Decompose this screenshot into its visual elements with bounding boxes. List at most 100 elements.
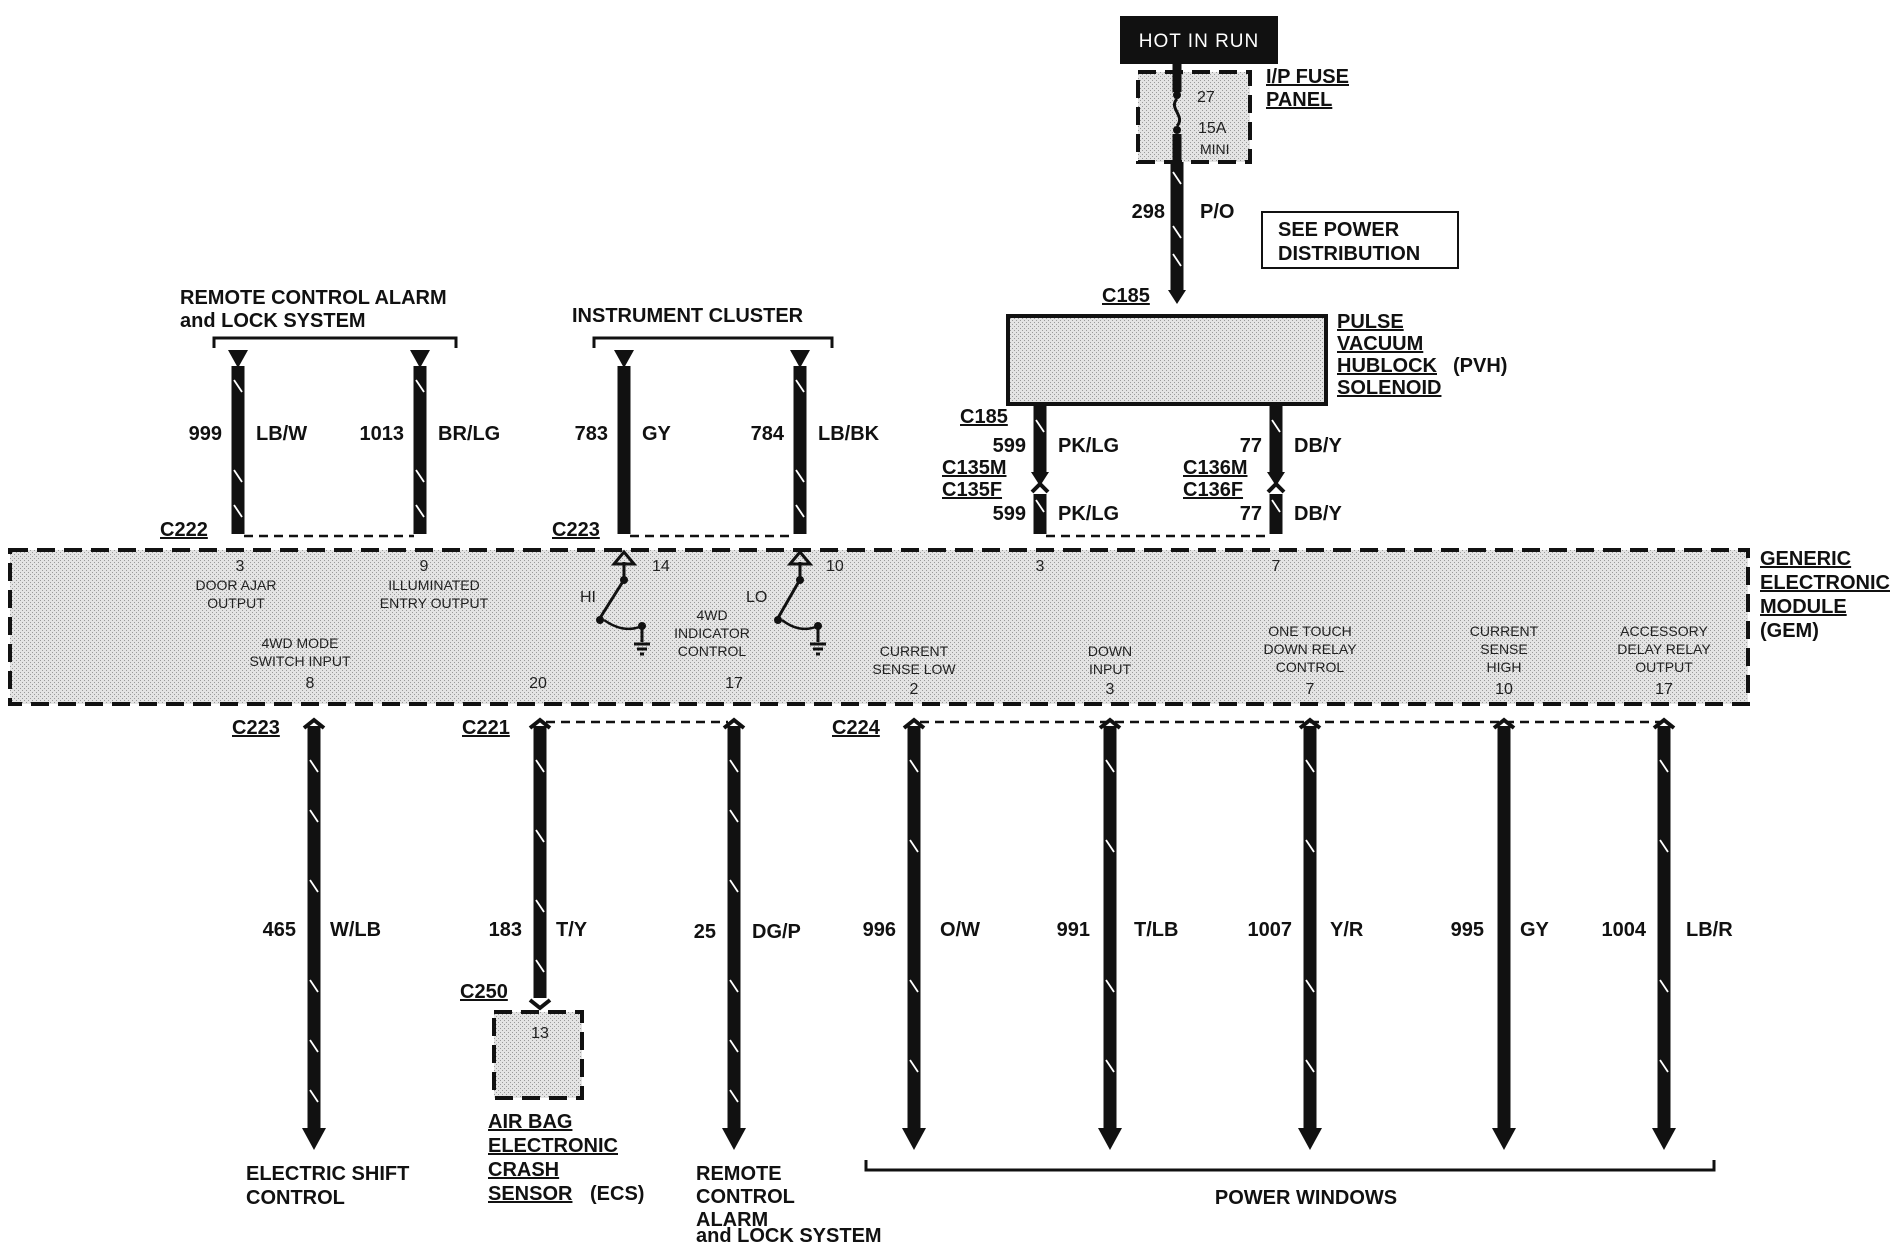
wire-1007-num: 1007 <box>1248 919 1293 941</box>
illum-entry-1: ILLUMINATED <box>388 577 480 593</box>
illum-entry-2: ENTRY OUTPUT <box>380 595 489 611</box>
wire-1004 <box>1652 717 1676 1150</box>
gem-abbr: (GEM) <box>1760 620 1819 642</box>
wire-1013-color: BR/LG <box>438 423 500 445</box>
acc-2: DELAY RELAY <box>1617 641 1711 657</box>
wire-783 <box>614 350 634 534</box>
c224-label: C224 <box>832 717 881 739</box>
switch-hi-icon <box>596 549 650 656</box>
pin-3-pvh: 3 <box>1036 558 1045 575</box>
pvh-label-4: SOLENOID <box>1337 377 1441 399</box>
wire-991-num: 991 <box>1057 919 1090 941</box>
gem-label-2: ELECTRONIC <box>1760 572 1890 594</box>
otd-1: ONE TOUCH <box>1268 623 1352 639</box>
door-ajar-2: OUTPUT <box>207 595 265 611</box>
gem-label-1: GENERIC <box>1760 548 1851 570</box>
wire-599-color-top: PK/LG <box>1058 435 1119 457</box>
csl-1: CURRENT <box>880 643 949 659</box>
csh-2: SENSE <box>1480 641 1527 657</box>
shift-label-1: ELECTRIC SHIFT <box>246 1163 409 1185</box>
switch-hi-label: HI <box>580 589 596 606</box>
wire-783-num: 783 <box>575 423 608 445</box>
pin-10-top: 10 <box>826 558 844 575</box>
pvh-label-2: VACUUM <box>1337 333 1423 355</box>
down-2: INPUT <box>1089 661 1131 677</box>
pin-14: 14 <box>652 558 670 575</box>
pvh-connector-top: C185 <box>1102 285 1150 307</box>
wire-999-color: LB/W <box>256 423 307 445</box>
pin-3-top: 3 <box>236 558 245 575</box>
fuse-element-icon <box>1172 97 1182 128</box>
wire-25-color: DG/P <box>752 921 801 943</box>
see-power-box <box>1261 211 1459 269</box>
c136m-label: C136M <box>1183 457 1247 479</box>
fuse-panel-label-1: I/P FUSE <box>1266 66 1349 88</box>
wire-1013-num: 1013 <box>360 423 405 445</box>
c222-label: C222 <box>160 519 208 541</box>
mode-func-2: SWITCH INPUT <box>249 653 351 669</box>
switch-lo-label: LO <box>746 589 767 606</box>
pin-8: 8 <box>306 675 315 692</box>
wire-996-color: O/W <box>940 919 980 941</box>
cluster-bracket <box>592 336 834 348</box>
pin-3-down: 3 <box>1106 681 1115 698</box>
ecs-pin: 13 <box>531 1025 549 1042</box>
mode-func-1: 4WD MODE <box>262 635 339 651</box>
wire-784 <box>790 350 810 534</box>
fuse-type: MINI <box>1200 141 1230 157</box>
gem-label-3: MODULE <box>1760 596 1847 618</box>
fuse-panel-label-2: PANEL <box>1266 89 1332 111</box>
remote-label-4: and LOCK SYSTEM <box>696 1225 882 1247</box>
fuse-number: 27 <box>1197 89 1215 106</box>
4wd-ind-3: CONTROL <box>678 643 747 659</box>
csh-3: HIGH <box>1487 659 1522 675</box>
c136f-label: C136F <box>1183 479 1243 501</box>
remote-label-3: ALARM <box>696 1209 768 1231</box>
acc-3: OUTPUT <box>1635 659 1693 675</box>
fuse-contact-top <box>1173 91 1181 99</box>
acc-1: ACCESSORY <box>1620 623 1708 639</box>
wire-995-num: 995 <box>1451 919 1484 941</box>
c135m-label: C135M <box>942 457 1006 479</box>
down-1: DOWN <box>1088 643 1132 659</box>
wire-77-num-top: 77 <box>1240 435 1262 457</box>
ecs-label-1: AIR BAG <box>488 1111 572 1133</box>
power-windows-label: POWER WINDOWS <box>1215 1187 1397 1209</box>
wire-784-num: 784 <box>751 423 785 445</box>
see-power-2: DISTRIBUTION <box>1278 243 1420 265</box>
wire-77-color-top: DB/Y <box>1294 435 1342 457</box>
wire-465-num: 465 <box>263 919 296 941</box>
pvh-box-shade <box>1008 316 1326 404</box>
otd-2: DOWN RELAY <box>1263 641 1357 657</box>
wire-183 <box>528 717 552 1011</box>
wire-995-color: GY <box>1520 919 1550 941</box>
wire-298-num: 298 <box>1132 201 1165 223</box>
c135f-label: C135F <box>942 479 1002 501</box>
c223-bottom-label: C223 <box>232 717 280 739</box>
pvh-c185-lower: C185 <box>960 406 1008 428</box>
c250-label: C250 <box>460 981 508 1003</box>
fuse-panel-box <box>1136 70 1252 164</box>
pin-10-csh: 10 <box>1495 681 1513 698</box>
gem-box <box>8 548 1750 706</box>
wire-991-color: T/LB <box>1134 919 1178 941</box>
hot-in-run-label: HOT IN RUN <box>1139 31 1259 52</box>
pvh-label-1: PULSE <box>1337 311 1404 333</box>
hot-in-run-box <box>1120 16 1278 64</box>
remote-alarm-title-2: and LOCK SYSTEM <box>180 310 366 332</box>
see-power-1: SEE POWER <box>1278 219 1400 241</box>
pin-2: 2 <box>910 681 919 698</box>
wire-996 <box>902 717 926 1150</box>
wire-1004-num: 1004 <box>1602 919 1647 941</box>
wire-25-num: 25 <box>694 921 716 943</box>
otd-3: CONTROL <box>1276 659 1345 675</box>
wire-599-color-bottom: PK/LG <box>1058 503 1119 525</box>
pin-9-top: 9 <box>420 558 429 575</box>
pin-7-pvh: 7 <box>1272 558 1281 575</box>
wire-465-color: W/LB <box>330 919 381 941</box>
wire-784-color: LB/BK <box>818 423 880 445</box>
c223-top-label: C223 <box>552 519 600 541</box>
4wd-ind-2: INDICATOR <box>674 625 750 641</box>
wire-599 <box>1030 404 1050 534</box>
pvh-abbr: (PVH) <box>1453 355 1507 377</box>
